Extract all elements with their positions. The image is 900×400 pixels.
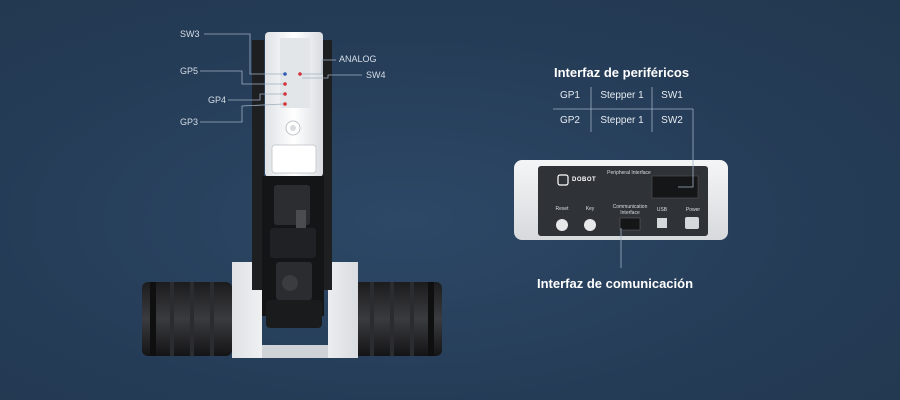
label-gp5: GP5 xyxy=(180,66,199,76)
dot-red xyxy=(283,92,287,96)
usb-port xyxy=(657,218,667,228)
power-label: Power xyxy=(685,207,701,213)
table-cell: Stepper 1 xyxy=(600,90,644,101)
key-button xyxy=(584,219,596,231)
table-cell: GP2 xyxy=(559,115,580,126)
left-motor xyxy=(142,282,232,356)
table-cell: Stepper 1 xyxy=(600,115,644,126)
label-gp4: GP4 xyxy=(208,95,227,105)
dot-red xyxy=(283,102,287,106)
device-box xyxy=(514,160,728,240)
communication-title: Interfaz de comunicación xyxy=(537,276,694,291)
table-cell: GP1 xyxy=(559,90,580,101)
comm-port xyxy=(619,217,641,231)
peripheral-title: Interfaz de periféricos xyxy=(554,65,690,80)
reset-button xyxy=(556,219,568,231)
label-sw3: SW3 xyxy=(180,29,200,39)
arm-column xyxy=(252,32,332,290)
key-label: Key xyxy=(585,206,595,212)
device-brand: DOBOT xyxy=(572,177,597,183)
power-port xyxy=(685,217,699,229)
label-analog: ANALOG xyxy=(339,54,377,64)
comm-label: Communication Interface xyxy=(612,204,648,216)
dobot-logo-icon xyxy=(557,174,569,186)
label-gp3: GP3 xyxy=(180,117,199,127)
device-panel-title: Peripheral Interface xyxy=(607,170,651,176)
arm-port-dots xyxy=(283,72,302,106)
reset-label: Reset xyxy=(555,206,569,212)
right-motor xyxy=(352,282,442,356)
arm-base xyxy=(232,262,358,358)
table-cell: SW1 xyxy=(661,90,683,101)
dot-blue xyxy=(283,72,287,76)
arm-mechanism xyxy=(262,176,324,328)
usb-label: USB xyxy=(656,207,668,213)
dot-red xyxy=(298,72,302,76)
peripheral-table-lines xyxy=(553,87,694,268)
table-cell: SW2 xyxy=(661,115,683,126)
arm-leader-lines xyxy=(200,33,362,123)
label-sw4: SW4 xyxy=(366,70,386,80)
dot-red xyxy=(283,82,287,86)
